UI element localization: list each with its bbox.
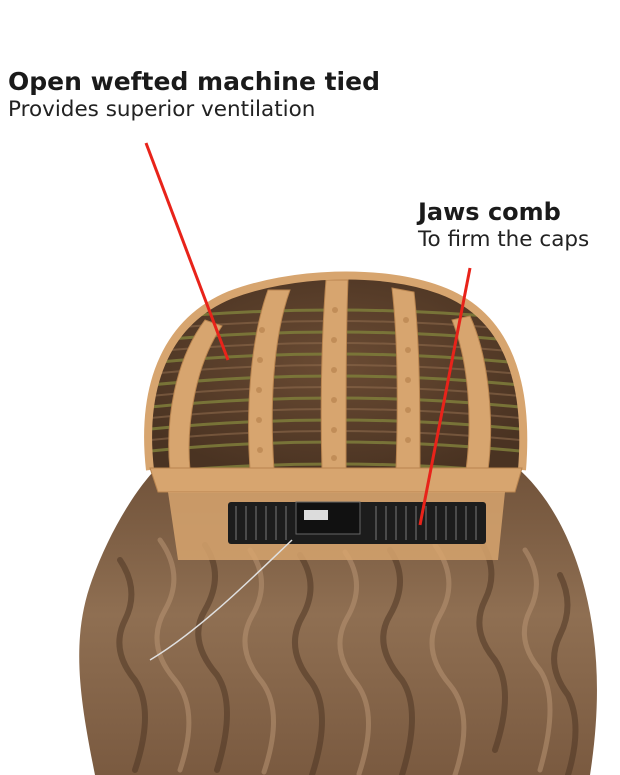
callout-title: Open wefted machine tied: [8, 67, 380, 96]
callout-title: Jaws comb: [418, 198, 561, 226]
wig-cap: [144, 271, 528, 471]
callout-open-wefted: Open wefted machine tied Provides superi…: [8, 67, 380, 123]
pointer-line-wefted: [144, 142, 230, 361]
callout-description: Provides superior ventilation: [8, 96, 316, 122]
hanging-string: [149, 539, 293, 661]
callout-description: To firm the caps: [418, 226, 590, 252]
pointer-line-comb: [418, 267, 472, 526]
jaws-comb: [228, 501, 486, 544]
callout-jaws-comb: Jaws comb To firm the caps: [418, 198, 590, 252]
